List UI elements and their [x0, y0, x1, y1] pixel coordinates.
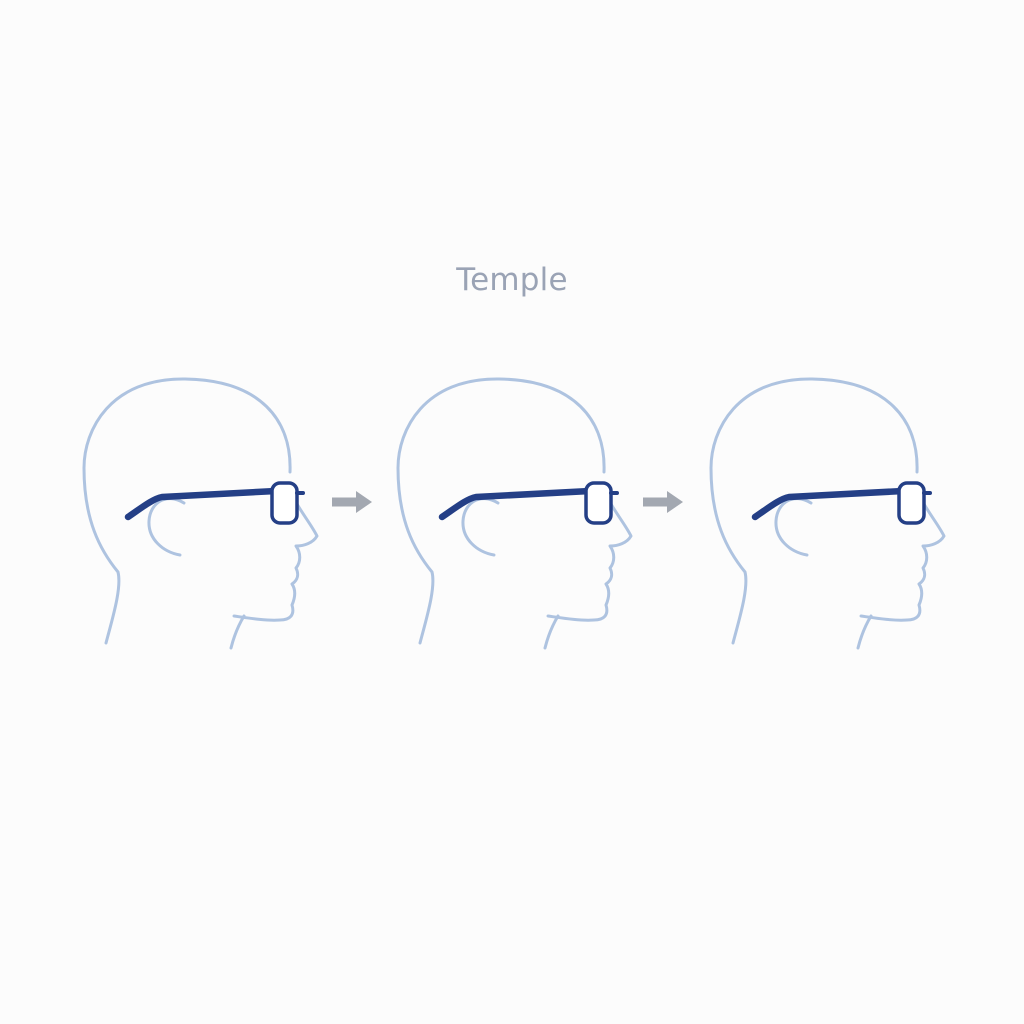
diagram-title: Temple [456, 262, 568, 298]
head-figure-1 [84, 379, 317, 648]
head-figure-3 [711, 379, 944, 648]
step-arrow-2 [643, 491, 683, 513]
step-arrow-1 [332, 491, 372, 513]
head-figure-2 [398, 379, 631, 648]
